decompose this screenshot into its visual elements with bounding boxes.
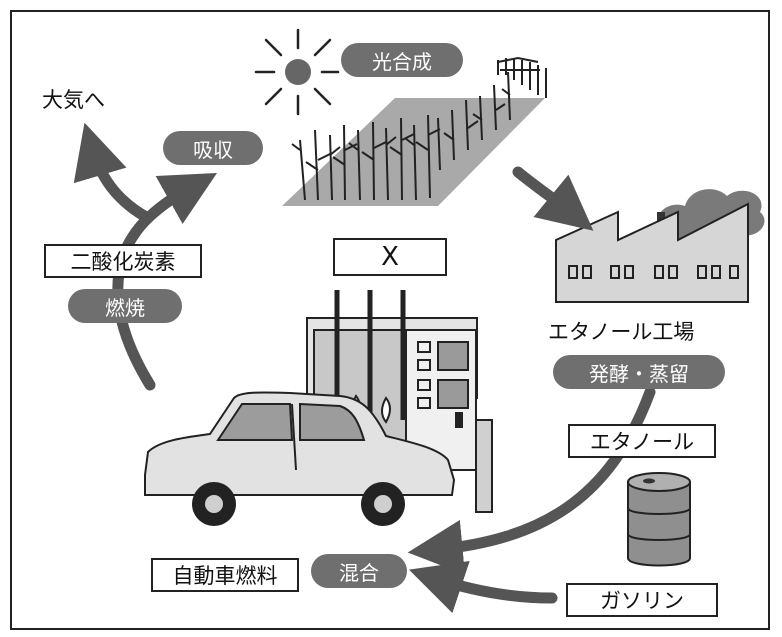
badge-photosynthesis: 光合成 [341, 43, 463, 77]
label-ethanol-plant: エタノール工場 [548, 320, 695, 344]
ethanol-plant-building [555, 189, 765, 303]
badge-combustion: 燃焼 [68, 289, 182, 323]
arrow-to-atmosphere [73, 122, 154, 224]
sun-icon [254, 28, 340, 116]
badge-fermentation-distillation: 発酵・蒸留 [553, 355, 725, 389]
badge-mixing: 混合 [311, 554, 407, 588]
label-crop-x: X [333, 238, 447, 276]
arrow-combustion-to-absorb [112, 173, 218, 391]
badge-absorption: 吸収 [163, 131, 263, 165]
oil-drum [627, 472, 691, 567]
cornfield [282, 56, 547, 206]
label-gasoline: ガソリン [566, 583, 718, 617]
label-ethanol: エタノール [568, 424, 716, 458]
label-auto-fuel: 自動車燃料 [151, 558, 299, 592]
label-carbon-dioxide: 二酸化炭素 [44, 244, 202, 278]
arrow-gasoline-to-mix [408, 560, 558, 614]
car [144, 391, 456, 526]
arrow-field-to-plant [512, 166, 594, 231]
label-to-atmosphere: 大気へ [42, 88, 105, 112]
